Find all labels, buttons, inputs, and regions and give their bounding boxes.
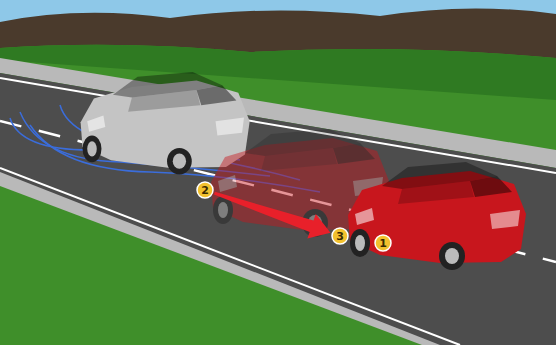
circle-shape <box>197 182 213 198</box>
road-asphalt <box>0 73 556 345</box>
callout-circle: 1 <box>374 234 392 252</box>
red-car <box>348 162 526 270</box>
callout-number: 1 <box>374 234 392 252</box>
callout-number: 2 <box>196 181 214 199</box>
callout-number: 3 <box>331 227 349 245</box>
callout-circle: 2 <box>196 181 214 199</box>
circle-shape <box>375 235 391 251</box>
callout-circle: 3 <box>331 227 349 245</box>
circle-shape <box>332 228 348 244</box>
red-arrow <box>214 192 331 239</box>
